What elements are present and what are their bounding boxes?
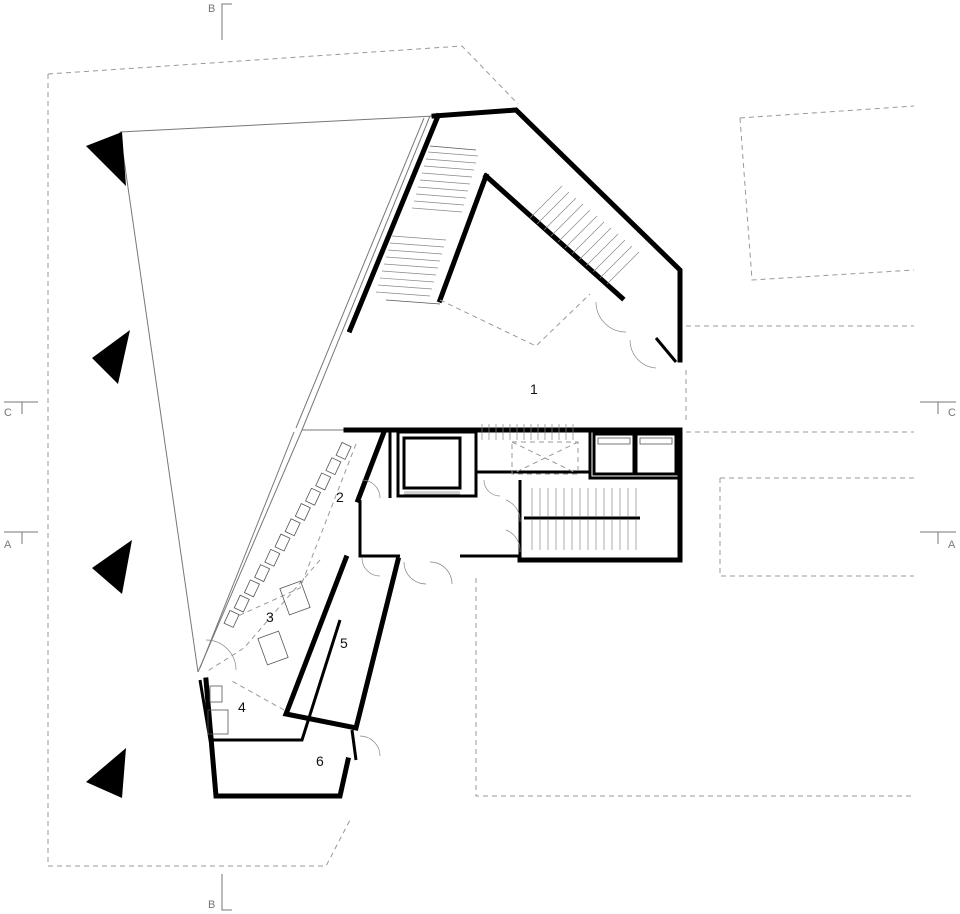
section-marker-c-right: C [920, 401, 956, 419]
stair-tread [415, 193, 467, 199]
svg-text:A: A [948, 539, 956, 551]
svg-text:C: C [4, 407, 12, 419]
stair-tread [423, 165, 475, 171]
stair-core [524, 488, 640, 550]
stair-tread [543, 197, 577, 231]
svg-text:C: C [948, 407, 956, 419]
desk [325, 457, 342, 476]
stair-tread [381, 270, 437, 276]
svg-text:B: B [208, 899, 215, 911]
stair-upper-right [529, 185, 640, 285]
stair-tread [377, 284, 433, 290]
desk [315, 472, 332, 491]
stair-tread [429, 145, 477, 151]
room-label-5: 5 [340, 635, 348, 651]
stair-tread [564, 215, 598, 249]
room-label-3: 3 [266, 609, 274, 625]
desk [243, 579, 260, 598]
wc-fixtures [592, 432, 678, 476]
section-marker-b-top: B [208, 3, 232, 40]
stair-tread [585, 233, 619, 267]
desk [284, 518, 301, 537]
desk [233, 594, 250, 613]
desk [264, 548, 281, 567]
stair-tread [427, 151, 479, 157]
stair-tread [425, 158, 477, 164]
stair-tread [391, 235, 447, 241]
stair-upper-left [375, 145, 479, 305]
lift-shaft [402, 436, 462, 495]
stair-tread [383, 263, 439, 269]
svg-text:A: A [4, 539, 12, 551]
stair-tread [385, 256, 441, 262]
stair-tread [599, 245, 633, 279]
stair-tread [419, 179, 471, 185]
triangle-marker-4 [86, 748, 126, 798]
stair-tread [387, 249, 443, 255]
triangle-marker-2 [92, 330, 130, 384]
section-marker-a-right: A [920, 531, 956, 551]
svg-text:B: B [208, 3, 215, 15]
glazing-envelope [119, 115, 435, 673]
room-label-1: 1 [530, 381, 538, 397]
stair-tread [578, 227, 612, 261]
stair-tread [571, 221, 605, 255]
stair-tread [411, 207, 463, 213]
section-marker-c-left: C [4, 401, 38, 419]
furniture [207, 441, 352, 735]
stair-tread [550, 203, 584, 237]
stair-tread [413, 200, 465, 206]
triangle-marker-3 [92, 540, 132, 594]
stair-tread [592, 239, 626, 273]
shaft-cross [511, 441, 579, 475]
stair-tread [379, 277, 435, 283]
desk [294, 503, 311, 521]
stair-tread [421, 172, 473, 178]
desk [254, 564, 271, 583]
desk [335, 441, 352, 460]
stair-tread [385, 299, 441, 305]
triangle-marker-1 [86, 132, 126, 186]
desk [305, 487, 322, 506]
walls [198, 107, 683, 799]
room-label-4: 4 [238, 699, 246, 715]
section-marker-a-left: A [4, 531, 38, 551]
stair-top-strip [481, 424, 574, 440]
desk [223, 609, 240, 628]
stair-tread [375, 291, 431, 297]
stair-tread [557, 209, 591, 243]
section-marker-b-bottom: B [208, 874, 232, 911]
stair-tread [389, 242, 445, 248]
stair-tread [536, 191, 570, 225]
room-label-6: 6 [316, 753, 324, 769]
stair-tread [417, 186, 469, 192]
stair-tread [606, 251, 640, 285]
stair-tread [529, 185, 563, 219]
door-swings [205, 301, 657, 757]
desk [274, 533, 291, 552]
orientation-triangles [86, 132, 132, 798]
room-label-2: 2 [336, 489, 344, 505]
site-boundary [47, 45, 915, 867]
interior-dashed [205, 293, 687, 711]
